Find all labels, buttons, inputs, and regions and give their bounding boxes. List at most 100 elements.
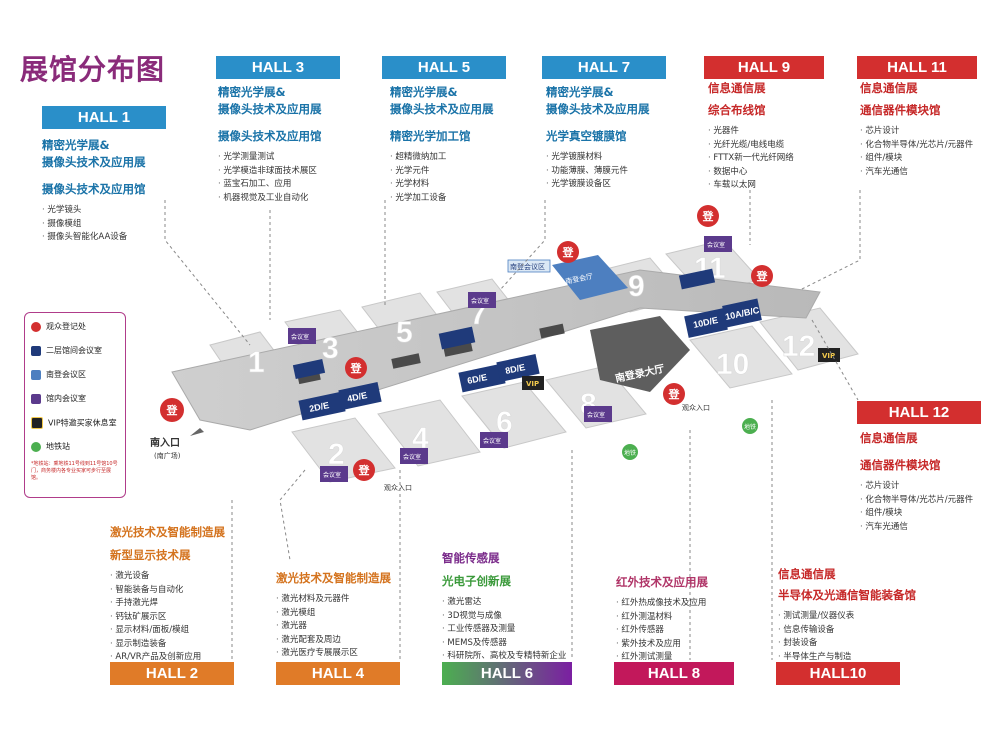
legend-label: 南登会议区 (46, 370, 86, 379)
legend-note: *地铁站：乘地铁11号线到11号馆10号门，商务楼内各专业买家可步行至展馆。 (31, 461, 118, 481)
hall7-info: 精密光学展& 摄像头技术及应用展 光学真空镀膜馆 光学镀膜材料 功能薄膜、薄膜元… (546, 84, 650, 192)
visitor-entry-label: 观众入口 (384, 484, 412, 492)
hall5-item: 超精微纳加工 (390, 151, 494, 165)
hall7-title-3: 光学真空镀膜馆 (546, 129, 627, 143)
hall11-label: HALL 11 (857, 56, 977, 79)
meeting-room-label: 会议室 (471, 297, 489, 305)
hall2-item: 显示制造装备 (110, 638, 225, 652)
vip-room (522, 376, 544, 390)
hall10-info: 信息通信展 半导体及光通信智能装备馆 测试测量/仪器仪表 信息传输设备 封装设备… (778, 566, 916, 664)
hall2-item: 智能装备与自动化 (110, 584, 225, 598)
legend: 观众登记处 二层馆间会议室 南登会议区 馆内会议室 VIP特邀买家休息室 地铁站… (24, 312, 126, 498)
legend-2f-meeting: 二层馆间会议室 (31, 345, 102, 356)
hall-number-9: 9 (628, 270, 645, 303)
hall1-item: 光学镜头 (42, 204, 146, 218)
south-entry-label: 南入口 (150, 436, 180, 449)
hall11-title-1: 信息通信展 (860, 81, 918, 95)
hall6-item: 3D视觉与成像 (442, 610, 566, 624)
hall8-pad (545, 365, 647, 429)
hall-number-2: 2 (328, 438, 345, 471)
hall11-item: 组件/模块 (860, 152, 973, 166)
hall9-title-2: 综合布线馆 (708, 103, 766, 117)
hall-number-10: 10 (716, 348, 749, 381)
block-dark (391, 353, 421, 369)
hall9-item: 数据中心 (708, 166, 794, 180)
hall8-info: 红外技术及应用展 红外热成像技术及应用 红外测温材料 红外传感器 紫外技术及应用… (616, 574, 708, 665)
legend-meeting: 馆内会议室 (31, 393, 86, 404)
hall-number-6: 6 (496, 406, 513, 439)
hall5-label: HALL 5 (382, 56, 506, 79)
hall4-item: 激光器 (276, 620, 391, 634)
leader-line (799, 190, 861, 291)
hall7-title-1: 精密光学展& (546, 85, 614, 99)
meeting-room-block (288, 328, 316, 344)
hall9-info: 信息通信展 综合布线馆 光器件 光纤光缆/电线电缆 FTTX新一代光纤网络 数据… (708, 80, 794, 193)
metro-icon (622, 444, 638, 460)
hall12-item: 芯片设计 (860, 480, 973, 494)
hall6-title-1: 智能传感展 (442, 551, 500, 565)
hall1-title-2: 摄像头技术及应用展 (42, 155, 146, 169)
hall5-info: 精密光学展& 摄像头技术及应用展 精密光学加工馆 超精微纳加工 光学元件 光学材… (390, 84, 494, 205)
hall8-label: HALL 8 (614, 662, 734, 685)
hall11-item: 汽车光通信 (860, 166, 973, 180)
hall10-item: 封装设备 (778, 637, 916, 651)
meeting-room-label: 会议室 (587, 411, 605, 419)
hall9-item: 车载以太网 (708, 179, 794, 193)
reg-area-icon (31, 369, 41, 380)
hall-number-12: 12 (782, 330, 815, 363)
hall12-item: 汽车光通信 (860, 521, 973, 535)
hall2-title-2: 新型显示技术展 (110, 548, 191, 562)
hall6-item: 工业传感器及测量 (442, 623, 566, 637)
hall6-info: 智能传感展 光电子创新展 激光雷达 3D视觉与成像 工业传感器及测量 MEMS及… (442, 550, 566, 664)
hall4-info: 激光技术及智能制造展 激光材料及元器件 激光模组 激光器 激光配套及周边 激光医… (276, 570, 391, 661)
legend-label: 观众登记处 (46, 322, 86, 331)
hall7-item: 光学镀膜设备区 (546, 178, 650, 192)
meeting-room-block (400, 448, 428, 464)
hall4-item: 激光配套及周边 (276, 634, 391, 648)
hall3-info: 精密光学展& 摄像头技术及应用展 摄像头技术及应用馆 光学测量测试 光学模造非球… (218, 84, 322, 205)
meeting-room-block (480, 432, 508, 448)
hall10-item: 信息传输设备 (778, 624, 916, 638)
legend-label: 二层馆间会议室 (46, 346, 102, 355)
register-icon: 登 (166, 403, 179, 417)
hall9-item: FTTX新一代光纤网络 (708, 152, 793, 166)
metro-label: 地铁 (624, 449, 636, 457)
hall5-title-1: 精密光学展& (390, 85, 458, 99)
legend-label: 馆内会议室 (46, 394, 86, 403)
legend-label: 地铁站 (46, 442, 70, 451)
hall6-item: 科研院所、高校及专精特新企业 (442, 650, 566, 664)
hall8-item: 紫外技术及应用 (616, 638, 708, 652)
register-icon: 登 (702, 209, 715, 223)
hall3-title-3: 摄像头技术及应用馆 (218, 129, 322, 143)
hall11-title-2: 通信器件模块馆 (860, 103, 941, 117)
room-label: 2D/E (308, 400, 330, 414)
hall3-title-1: 精密光学展& (218, 85, 286, 99)
register-icon: 登 (358, 463, 371, 477)
meeting-room-block (468, 292, 496, 308)
hall12-info: 信息通信展 通信器件模块馆 芯片设计 化合物半导体/光芯片/元器件 组件/模块 … (860, 430, 973, 534)
meeting-room-block (584, 406, 612, 422)
legend-vip: VIP特邀买家休息室 (31, 417, 117, 429)
legend-label: VIP特邀买家休息室 (48, 418, 117, 428)
hall5-item: 光学材料 (390, 178, 494, 192)
block-dark (539, 323, 565, 339)
hall3-item: 机器视觉及工业自动化 (218, 192, 322, 206)
reg-lobby-block (552, 255, 628, 300)
vip-label: VIP (822, 352, 835, 360)
hall1-item: 摄像模组 (42, 218, 146, 232)
meeting-room-icon (31, 345, 41, 356)
hall4-item: 激光材料及元器件 (276, 593, 391, 607)
hall1-label: HALL 1 (42, 106, 166, 129)
hall3-title-2: 摄像头技术及应用展 (218, 102, 322, 116)
room-label: 4D/E (346, 390, 368, 404)
hall6-pad (461, 381, 567, 449)
meeting-room-label: 会议室 (291, 333, 309, 341)
hall10-title-2: 半导体及光通信智能装备馆 (778, 588, 916, 602)
hall4-title-1: 激光技术及智能制造展 (276, 571, 391, 585)
reg-area-label: 南登会议区 (510, 262, 545, 271)
hall8-item: 红外测温材料 (616, 611, 708, 625)
hall2-item: AR/VR产品及创新应用 (110, 651, 225, 665)
hall9-label: HALL 9 (704, 56, 824, 79)
register-icon (31, 321, 41, 332)
